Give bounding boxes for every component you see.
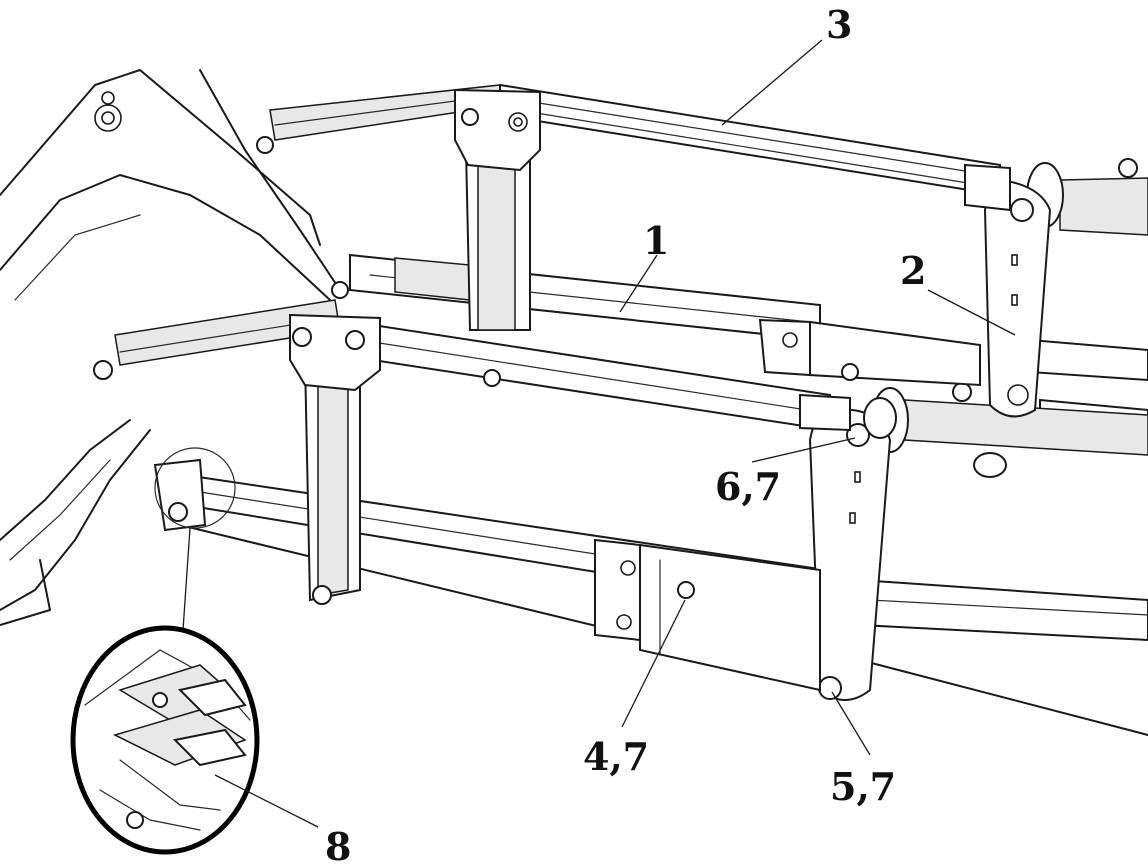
- leader-lines: [214, 39, 1016, 828]
- rail-end-bracket: [799, 163, 1011, 432]
- callout-2: 2: [900, 248, 926, 293]
- front-middle-rail: [339, 318, 831, 432]
- detail-marker-circle: [154, 447, 236, 529]
- clamp-bracket-bottom: [594, 538, 821, 692]
- left-pivots: [93, 136, 349, 532]
- left-side-panels: [0, 69, 341, 626]
- callout-8: 8: [325, 824, 351, 864]
- vertical-strap-front: [289, 313, 381, 605]
- vertical-strap-upper-back: [454, 88, 541, 387]
- detail-connector-line: [182, 527, 191, 631]
- callout-6-7: 6,7: [715, 464, 781, 509]
- rail-1: [349, 253, 821, 342]
- callout-3: 3: [826, 2, 852, 47]
- callout-5-7: 5,7: [830, 764, 896, 809]
- link-plate-2: [983, 178, 1052, 418]
- callout-1: 1: [643, 218, 669, 263]
- magnified-detail-8: [70, 625, 260, 855]
- clamp-bracket-middle: [758, 318, 981, 387]
- callout-4-7: 4,7: [583, 734, 649, 779]
- link-plate-front: [808, 397, 897, 701]
